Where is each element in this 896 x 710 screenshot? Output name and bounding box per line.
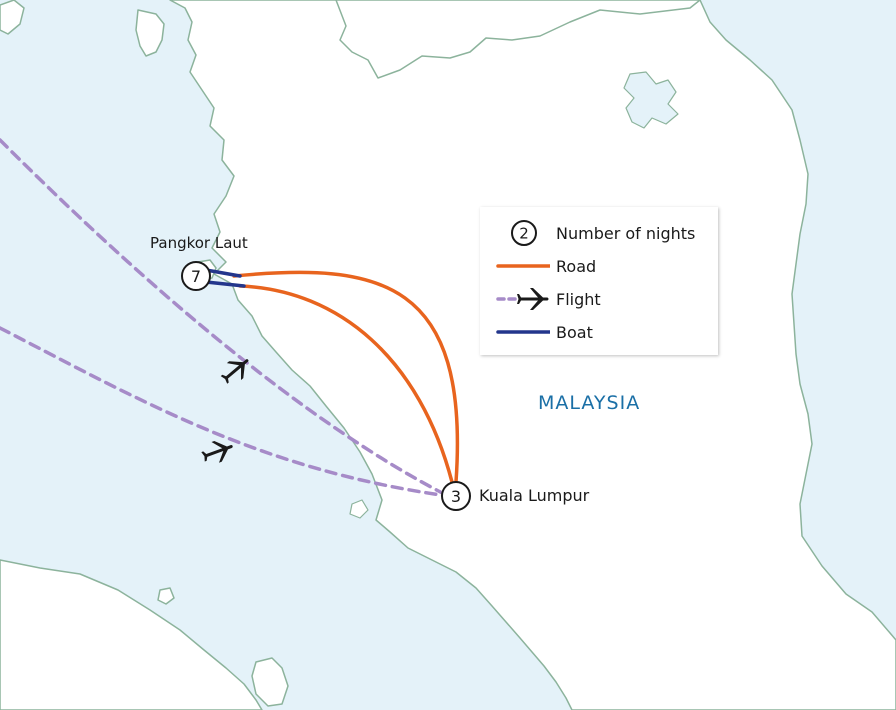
road-route-inner [238, 284, 454, 484]
land-peninsula [169, 0, 896, 710]
nights-count-kuala-lumpur: 3 [451, 487, 461, 506]
plane-icon [220, 359, 249, 384]
plane-icon [201, 441, 233, 463]
nights-count-pangkor-laut: 7 [191, 267, 201, 286]
legend-label-boat: Boat [556, 323, 593, 342]
island-south [251, 657, 289, 707]
boat-route [204, 268, 246, 288]
boat-line-icon [496, 330, 550, 334]
legend-item-flight: Flight [480, 284, 718, 314]
legend-label-flight: Flight [556, 290, 601, 309]
road-route-outer [232, 270, 460, 484]
road-line-icon [496, 264, 550, 268]
island-sw-small [157, 587, 175, 605]
land-sumatra [0, 559, 263, 710]
circle-number-icon: 2 [511, 220, 537, 246]
legend-label-nights: Number of nights [556, 224, 696, 243]
land-north [335, 0, 701, 79]
island-west-edge [0, 0, 25, 35]
plane-icon [517, 288, 549, 310]
legend-item-road: Road [480, 251, 718, 281]
flight-route-north [0, 138, 450, 498]
country-label: MALAYSIA [538, 392, 641, 414]
island-northwest [135, 9, 165, 57]
place-label-pangkor-laut: Pangkor Laut [150, 234, 248, 252]
legend-nights-sample: 2 [519, 225, 529, 243]
highland-lake [623, 71, 679, 129]
legend: 2 Number of nights Road Flight Boat [480, 207, 718, 355]
legend-item-nights: 2 Number of nights [480, 218, 718, 248]
nights-marker-pangkor-laut: 7 [181, 261, 211, 291]
nights-marker-kuala-lumpur: 3 [441, 481, 471, 511]
place-label-kuala-lumpur: Kuala Lumpur [479, 486, 590, 505]
flight-route-south [0, 326, 450, 498]
islet-kl [349, 499, 369, 519]
legend-item-boat: Boat [480, 317, 718, 347]
flight-line-icon [496, 288, 549, 310]
legend-label-road: Road [556, 257, 597, 276]
